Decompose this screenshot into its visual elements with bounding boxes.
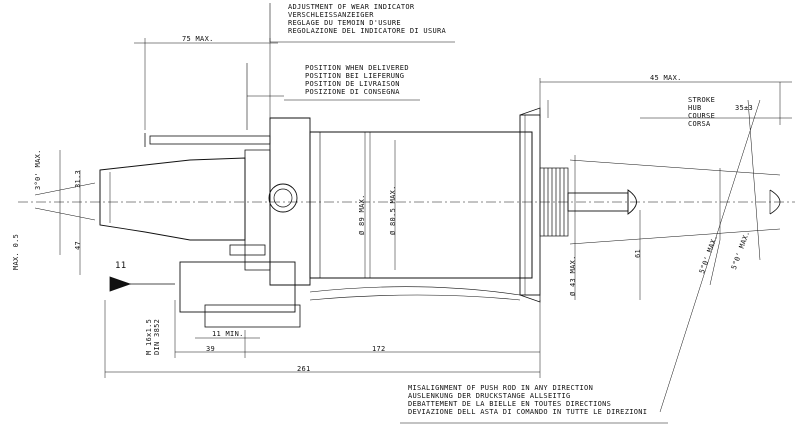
dim-45-max: 45 MAX.: [650, 74, 682, 82]
valve-block: [179, 261, 296, 313]
thread-line-1: M 16x1.5: [145, 318, 153, 355]
dia-89-max: Ø 89 MAX.: [358, 194, 366, 235]
misalignment-line-3: DEBATTEMENT DE LA BIELLE EN TOUTES DIREC…: [408, 400, 612, 408]
misalignment-note: MISALIGNMENT OF PUSH ROD IN ANY DIRECTIO…: [408, 384, 647, 416]
dim-61: 61: [634, 248, 642, 258]
dim-11-min: 11 MIN.: [212, 330, 244, 338]
dim-75-max: 75 MAX.: [182, 35, 214, 43]
dim-39: 39: [206, 345, 216, 353]
thread-line-2: DIN 3852: [153, 318, 161, 355]
housing: [269, 117, 311, 286]
dim-261: 261: [297, 365, 311, 373]
delivered-line-4: POSIZIONE DI CONSEGNA: [305, 88, 400, 96]
port-arrow: [109, 276, 132, 292]
dia-43-max: Ø 43 MAX.: [569, 255, 577, 296]
stroke-value: 35±3: [735, 104, 754, 112]
delivered-position-note: POSITION WHEN DELIVERED POSITION BEI LIE…: [305, 64, 409, 96]
label-plate: [229, 244, 266, 256]
stroke-note: STROKE HUB COURSE CORSA: [688, 96, 715, 128]
dia-80-max: Ø 80.5 MAX.: [389, 185, 397, 235]
misalignment-line-4: DEVIAZIONE DELL ASTA DI COMANDO IN TUTTE…: [408, 408, 648, 416]
misalignment-line-1: MISALIGNMENT OF PUSH ROD IN ANY DIRECTIO…: [408, 384, 594, 392]
dim-47: 47: [74, 240, 82, 250]
cylinder-body: [309, 131, 533, 279]
stroke-line-3: COURSE: [688, 112, 716, 120]
port-label: 11: [115, 261, 127, 271]
dim-31-3: 31.3: [74, 169, 82, 188]
wear-indicator-note: ADJUSTMENT OF WEAR INDICATOR VERSCHLEISS…: [288, 3, 446, 35]
misalignment-line-2: AUSLENKUNG DER DRUCKSTANGE ALLSEITIG: [408, 392, 571, 400]
delivered-line-1: POSITION WHEN DELIVERED: [305, 64, 409, 72]
delivered-line-3: POSITION DE LIVRAISON: [305, 80, 400, 88]
rod-top: [149, 135, 271, 145]
stroke-line-2: HUB: [688, 104, 702, 112]
angle-left-bottom: MAX. 0.5: [12, 233, 20, 270]
delivered-line-2: POSITION BEI LIEFERUNG: [305, 72, 405, 80]
thread-spec: M 16x1.5 DIN 3852: [145, 319, 161, 355]
wear-line-1: ADJUSTMENT OF WEAR INDICATOR: [288, 3, 415, 11]
stroke-line-1: STROKE: [688, 96, 716, 104]
wear-line-3: REGLAGE DU TEMOIN D'USURE: [288, 19, 401, 27]
dim-172: 172: [372, 345, 386, 353]
angle-left-top: 3°0' MAX.: [34, 149, 42, 190]
stroke-line-4: CORSA: [688, 120, 711, 128]
nozzle: [99, 157, 246, 241]
port-hole: [268, 183, 298, 213]
bellows: [539, 167, 569, 237]
wear-line-4: REGOLAZIONE DEL INDICATORE DI USURA: [288, 27, 447, 35]
wear-line-2: VERSCHLEISSANZEIGER: [288, 11, 374, 19]
